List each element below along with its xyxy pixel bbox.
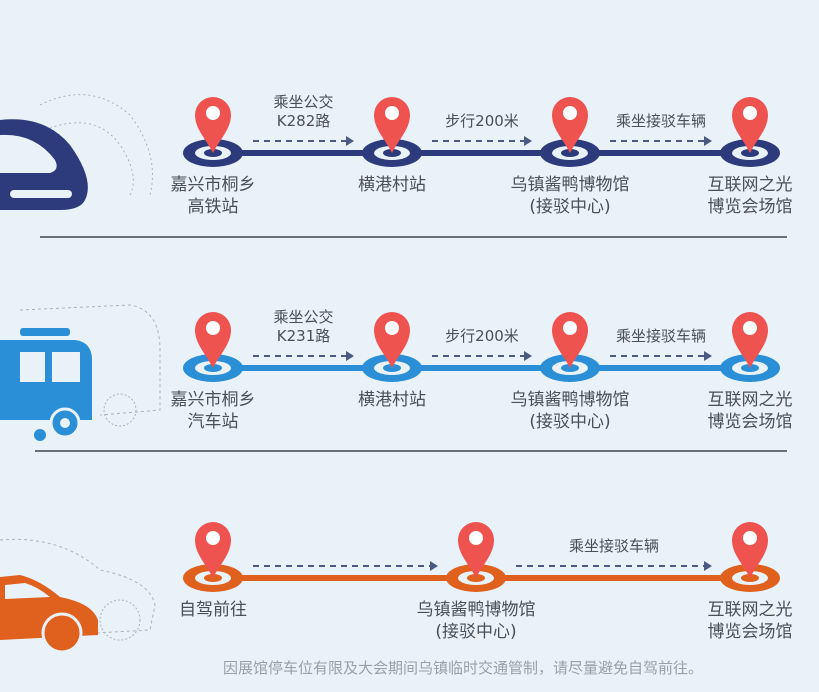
stop-label: 横港村站 [312,174,472,196]
stop-label-line: 横港村站 [358,390,426,410]
section-divider [40,236,787,238]
stop-label: 乌镇酱鸭博物馆(接驳中心) [490,389,650,433]
stop-label: 嘉兴市桐乡汽车站 [133,389,293,433]
section-divider [35,450,787,452]
dashed-arrow-icon [253,351,354,361]
location-pin-icon [540,312,600,382]
stop-label-line: 高铁站 [187,197,239,217]
stop-label: 自驾前往 [133,599,293,621]
segment-label: 乘坐接驳车辆 [516,537,712,556]
stop-label-line: 博览会场馆 [707,622,793,642]
stop-label: 互联网之光博览会场馆 [670,174,819,218]
car-icon [0,538,156,654]
segment-label-line: 乘坐接驳车辆 [615,327,706,345]
stop-label-line: 互联网之光 [707,390,793,410]
stop-label-line: 乌镇酱鸭博物馆 [510,175,630,195]
segment-label-line: 乘坐公交 [273,93,334,111]
dashed-arrow-icon [432,136,532,146]
bus-icon [0,304,161,441]
location-pin-icon [540,97,600,167]
stop-label-line: (接驳中心) [529,412,611,432]
location-pin-icon [183,97,243,167]
segment-label: 步行200米 [432,327,532,346]
dashed-arrow-icon [432,351,532,361]
location-pin-icon [720,97,780,167]
dashed-arrow-icon [253,136,354,146]
stop-label-line: 乌镇酱鸭博物馆 [416,600,536,620]
location-pin-icon [720,522,780,592]
stop-label: 嘉兴市桐乡高铁站 [133,174,293,218]
stop-label-line: (接驳中心) [435,622,517,642]
stop-label: 横港村站 [312,389,472,411]
dashed-arrow-icon [253,561,438,571]
segment-label-line: K231路 [276,327,331,345]
segment-label: 乘坐接驳车辆 [610,327,712,346]
dashed-arrow-icon [610,351,712,361]
stop-label: 乌镇酱鸭博物馆(接驳中心) [396,599,556,643]
stop-label-line: 横港村站 [358,175,426,195]
stop-label-line: 互联网之光 [707,175,793,195]
location-pin-icon [446,522,506,592]
stop-label: 互联网之光博览会场馆 [670,599,819,643]
stop-label-line: 自驾前往 [179,600,247,620]
location-pin-icon [183,522,243,592]
stop-label-line: 汽车站 [187,412,239,432]
stop-label-line: 博览会场馆 [707,197,793,217]
high-speed-train-icon [0,94,153,210]
stop-label-line: 乌镇酱鸭博物馆 [510,390,630,410]
stop-label: 乌镇酱鸭博物馆(接驳中心) [490,174,650,218]
dashed-arrow-icon [516,561,712,571]
segment-label-line: K282路 [276,112,331,130]
segment-label-line: 步行200米 [445,112,519,130]
footer-note: 因展馆停车位有限及大会期间乌镇临时交通管制，请尽量避免自驾前往。 [222,659,703,677]
location-pin-icon [720,312,780,382]
segment-label-line: 乘坐接驳车辆 [568,537,659,555]
dashed-arrow-icon [610,136,712,146]
stop-label-line: 互联网之光 [707,600,793,620]
location-pin-icon [183,312,243,382]
segment-label-line: 乘坐接驳车辆 [615,112,706,130]
segment-label: 步行200米 [432,112,532,131]
stop-label-line: (接驳中心) [529,197,611,217]
stop-label-line: 嘉兴市桐乡 [170,390,256,410]
stop-label-line: 嘉兴市桐乡 [170,175,256,195]
segment-label-line: 乘坐公交 [273,308,334,326]
location-pin-icon [362,97,422,167]
location-pin-icon [362,312,422,382]
stop-label-line: 博览会场馆 [707,412,793,432]
stop-label: 互联网之光博览会场馆 [670,389,819,433]
route-line [213,150,750,156]
route-line [213,365,750,371]
segment-label: 乘坐接驳车辆 [610,112,712,131]
segment-label-line: 步行200米 [445,327,519,345]
